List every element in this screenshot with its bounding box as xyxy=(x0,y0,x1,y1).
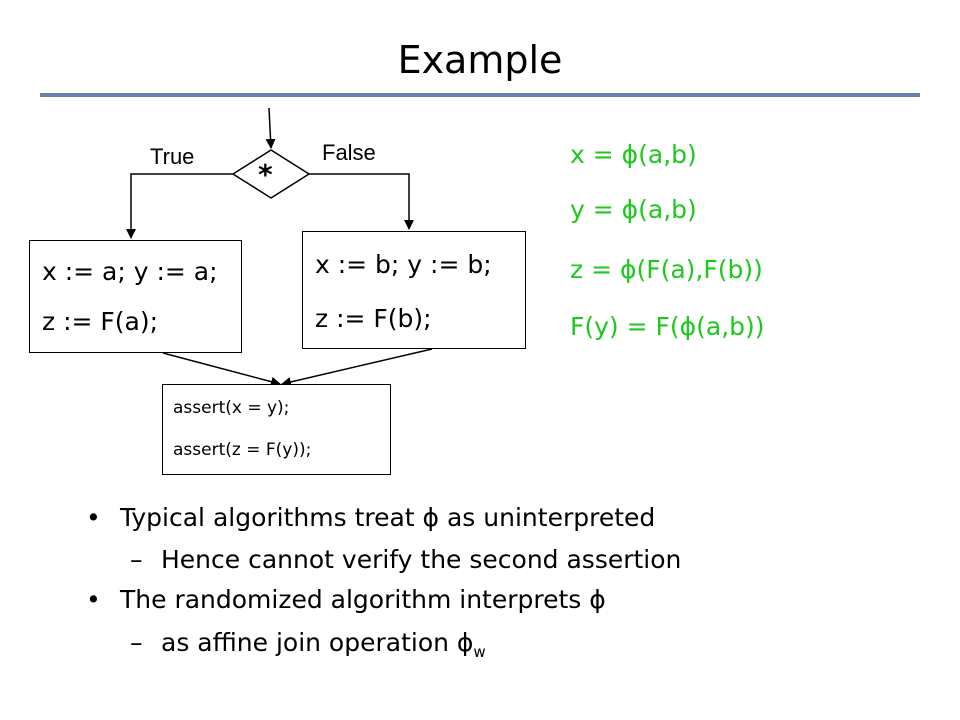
true-branch-box: x := a; y := a; z := F(a); xyxy=(29,240,242,353)
assert-box: assert(x = y); assert(z = F(y)); xyxy=(162,384,391,475)
code-line: z := F(b); xyxy=(315,304,432,333)
assert-line: assert(x = y); xyxy=(173,398,290,418)
assert-line: assert(z = F(y)); xyxy=(173,440,312,460)
true-label: True xyxy=(150,144,195,169)
sub-bullet-marker: – xyxy=(130,628,143,657)
bullet-marker: • xyxy=(86,503,101,532)
equation-fy: F(y) = F(ϕ(a,b)) xyxy=(570,312,765,341)
code-line: z := F(a); xyxy=(42,307,159,336)
bullet-text: The randomized algorithm interprets ϕ xyxy=(120,585,606,614)
equation-z: z = ϕ(F(a),F(b)) xyxy=(570,255,763,284)
code-line: x := a; y := a; xyxy=(42,257,218,286)
merge-arrow-right xyxy=(281,348,433,387)
sub-bullet-text: Hence cannot verify the second assertion xyxy=(161,545,682,574)
equation-x: x = ϕ(a,b) xyxy=(570,140,697,169)
false-branch-box: x := b; y := b; z := F(b); xyxy=(302,231,526,349)
slide-title: Example xyxy=(397,38,563,82)
code-line: x := b; y := b; xyxy=(315,250,492,279)
sub-bullet-marker: – xyxy=(130,545,143,574)
title-divider xyxy=(40,93,920,97)
sub-bullet-text-wrapper: as affine join operation ϕw xyxy=(161,628,486,661)
false-branch-arrow xyxy=(309,173,414,230)
decision-diamond xyxy=(231,149,311,199)
false-label: False xyxy=(322,140,376,165)
bullet-marker: • xyxy=(86,585,101,614)
sub-bullet-text: as affine join operation ϕ xyxy=(161,628,474,657)
merge-arrow-left xyxy=(162,352,281,387)
bullet-text: Typical algorithms treat ϕ as uninterpre… xyxy=(120,503,656,532)
branch-symbol: * xyxy=(258,158,273,191)
entry-arrow xyxy=(265,107,276,149)
subscript: w xyxy=(473,643,486,661)
equation-y: y = ϕ(a,b) xyxy=(570,195,697,224)
true-branch-arrow xyxy=(126,173,233,239)
